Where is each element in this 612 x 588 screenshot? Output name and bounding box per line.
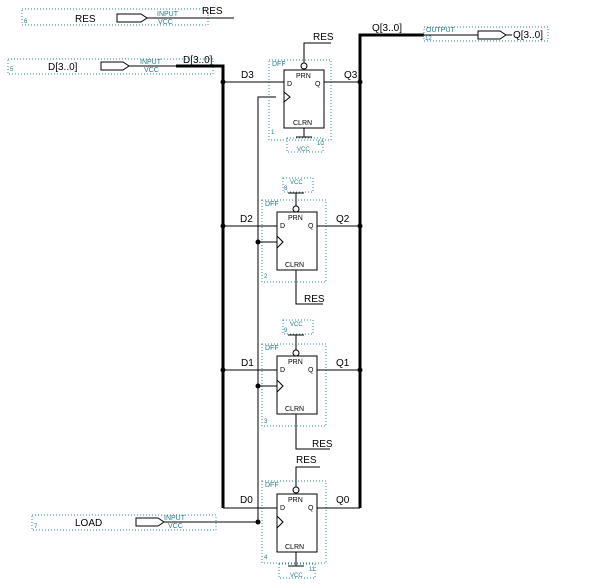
dff-1-q: Q	[315, 81, 321, 88]
dff-1-clrn: CLRN	[293, 120, 312, 127]
load-input-pin[interactable]: 7 LOAD INPUT VCC	[31, 514, 217, 531]
res-input-number: 6	[24, 19, 28, 25]
dff-4-top-net: RES	[296, 455, 317, 466]
q-output-pin[interactable]: 12 OUTPUT Q[3..0] Q[3..0]	[372, 23, 549, 42]
junctions	[220, 79, 363, 525]
dff-3-bottom-net: RES	[312, 439, 333, 450]
dff-3-d: D	[280, 367, 285, 374]
dff-4[interactable]: RES DFF 4 PRN D Q CLRN 11 VCC D0 Q0	[223, 455, 360, 579]
d-input-pin[interactable]: 5 D[3..0] INPUT VCC D[3..0]	[7, 55, 214, 75]
res-input-vcc: VCC	[158, 19, 173, 26]
d-input-name: D[3..0]	[48, 62, 78, 73]
d-input-number: 5	[10, 67, 14, 73]
q-net-label: Q[3..0]	[372, 23, 402, 34]
dff-4-d: D	[280, 505, 285, 512]
dff-4-bottom-num: 11	[309, 567, 316, 573]
load-input-type: INPUT	[164, 515, 186, 522]
dff-4-out-label: Q0	[336, 495, 350, 506]
q-bus	[358, 33, 424, 508]
svg-text:DFF: DFF	[265, 201, 279, 208]
dff-1[interactable]: DFF 1 PRN D Q CLRN RES 10 VCC D3 Q3	[223, 32, 360, 153]
dff-1-number: 1	[271, 130, 275, 136]
dff-1-in-label: D3	[241, 70, 254, 81]
dff-4-clrn: CLRN	[285, 544, 304, 551]
svg-text:DFF: DFF	[265, 345, 279, 352]
d-input-type: INPUT	[140, 59, 162, 66]
svg-text:DFF: DFF	[265, 482, 279, 489]
dff-2-top-num: 8	[284, 186, 288, 192]
dff-4-prn: PRN	[288, 497, 303, 504]
dff-3-top-num: 9	[284, 328, 288, 334]
dff-2-d: D	[280, 223, 285, 230]
dff-1-out-label: Q3	[344, 70, 358, 81]
dff-1-bottom-net: VCC	[297, 147, 310, 153]
res-input-name: RES	[75, 14, 96, 25]
dff-4-q: Q	[308, 505, 314, 512]
q-output-type: OUTPUT	[426, 27, 456, 34]
load-input-number: 7	[34, 524, 38, 530]
dff-1-prn: PRN	[296, 73, 311, 80]
d-input-vcc: VCC	[144, 67, 159, 74]
dff-2-prn: PRN	[288, 215, 303, 222]
dff-1-d: D	[287, 81, 292, 88]
dff-2-clrn: CLRN	[285, 262, 304, 269]
d-bus	[176, 64, 225, 508]
load-input-vcc: VCC	[168, 523, 183, 530]
dff-3[interactable]: 9 VCC DFF 3 PRN D Q CLRN RES D1 Q1	[223, 319, 360, 450]
dff-3-out-label: Q1	[336, 358, 350, 369]
dff-3-q: Q	[308, 367, 314, 374]
res-net-label: RES	[202, 6, 223, 17]
dff-2-bottom-net: RES	[304, 294, 325, 305]
dff-1-bottom-num: 10	[317, 141, 324, 147]
dff-1-top-net: RES	[313, 32, 334, 43]
dff-3-clrn: CLRN	[285, 406, 304, 413]
dff-4-number: 4	[264, 555, 268, 561]
dff-2[interactable]: 8 VCC DFF 2 PRN D Q CLRN RES D2 Q2	[223, 177, 360, 305]
dff-3-top-net: VCC	[290, 322, 303, 328]
d-net-label: D[3..0]	[183, 55, 213, 66]
svg-text:DFF: DFF	[272, 61, 286, 68]
dff-2-q: Q	[308, 223, 314, 230]
load-input-name: LOAD	[75, 518, 102, 529]
dff-3-prn: PRN	[288, 359, 303, 366]
dff-3-in-label: D1	[241, 358, 254, 369]
dff-4-bottom-net: VCC	[290, 573, 303, 579]
q-output-name: Q[3..0]	[513, 30, 543, 41]
dff-2-number: 2	[264, 274, 268, 280]
q-output-number: 12	[425, 36, 432, 42]
dff-3-number: 3	[264, 419, 268, 425]
res-input-pin[interactable]: 6 RES INPUT VCC RES	[21, 6, 234, 26]
dff-2-in-label: D2	[240, 214, 253, 225]
clock-net	[257, 96, 276, 522]
dff-2-out-label: Q2	[336, 214, 350, 225]
res-input-type: INPUT	[157, 11, 179, 18]
dff-2-top-net: VCC	[290, 180, 303, 186]
dff-4-in-label: D0	[240, 495, 253, 506]
